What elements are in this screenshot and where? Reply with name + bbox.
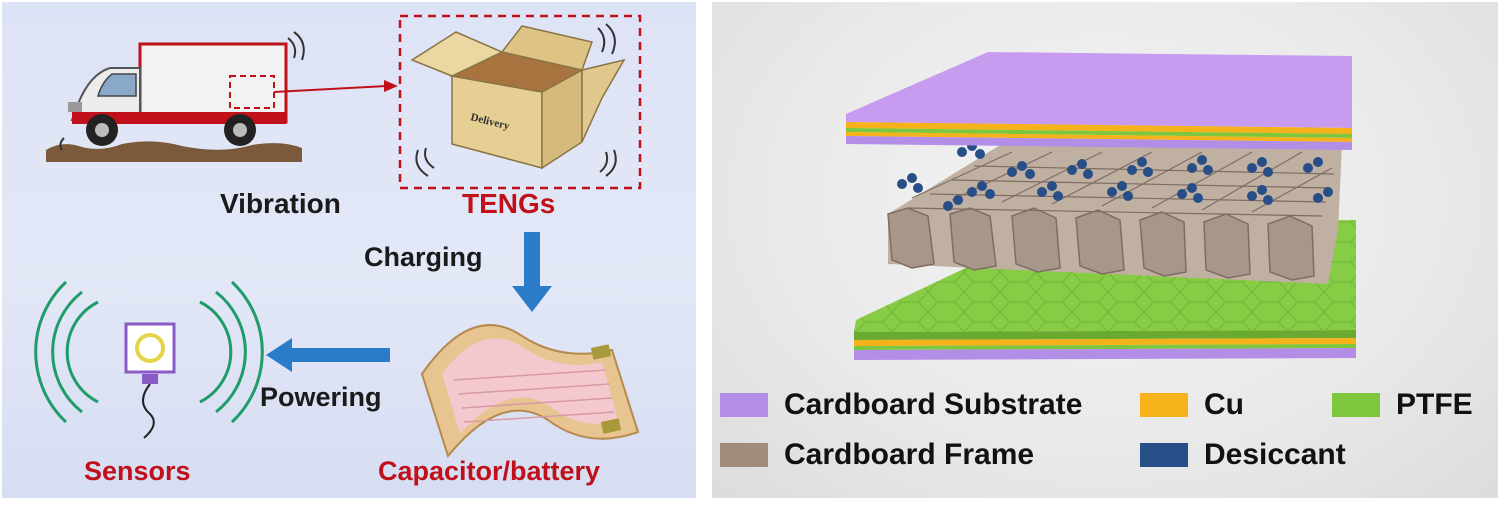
- cardboard-frame: [888, 141, 1342, 284]
- capacitor-battery-label: Capacitor/battery: [378, 458, 600, 485]
- powering-label: Powering: [260, 384, 382, 411]
- top-plate: [846, 52, 1352, 150]
- legend-label: Cardboard Frame: [784, 440, 1034, 470]
- legend-item-cu: Cu: [1140, 390, 1244, 420]
- delivery-box-icon: Delivery: [412, 26, 624, 168]
- legend-label: Desiccant: [1204, 440, 1346, 470]
- legend-label: Cu: [1204, 390, 1244, 420]
- teng-structure-diagram: [712, 2, 1498, 498]
- legend-swatch-cardboard-substrate: [720, 393, 768, 417]
- legend-swatch-cu: [1140, 393, 1188, 417]
- legend-item-ptfe: PTFE: [1332, 390, 1473, 420]
- left-panel-graphics: Delivery: [2, 2, 696, 498]
- legend-item-cardboard-frame: Cardboard Frame: [720, 440, 1034, 470]
- legend-label: PTFE: [1396, 390, 1473, 420]
- legend-swatch-cardboard-frame: [720, 443, 768, 467]
- legend-swatch-ptfe: [1332, 393, 1380, 417]
- legend-label: Cardboard Substrate: [784, 390, 1082, 420]
- truck-icon: [60, 32, 303, 150]
- charging-arrow: [524, 232, 540, 288]
- tengs-label: TENGs: [462, 190, 555, 218]
- legend-item-desiccant: Desiccant: [1140, 440, 1346, 470]
- ground: [46, 141, 302, 162]
- legend-swatch-desiccant: [1140, 443, 1188, 467]
- left-panel: Delivery: [2, 2, 696, 498]
- sensors-label: Sensors: [84, 458, 191, 485]
- right-panel: Cardboard Substrate Cu PTFE Cardboard Fr…: [712, 2, 1498, 498]
- powering-arrow: [290, 348, 390, 362]
- vibration-label: Vibration: [220, 190, 341, 218]
- sensor-icon: [126, 324, 174, 438]
- legend-item-cardboard-substrate: Cardboard Substrate: [720, 390, 1082, 420]
- capacitor-battery-icon: [422, 325, 638, 456]
- charging-label: Charging: [364, 244, 483, 271]
